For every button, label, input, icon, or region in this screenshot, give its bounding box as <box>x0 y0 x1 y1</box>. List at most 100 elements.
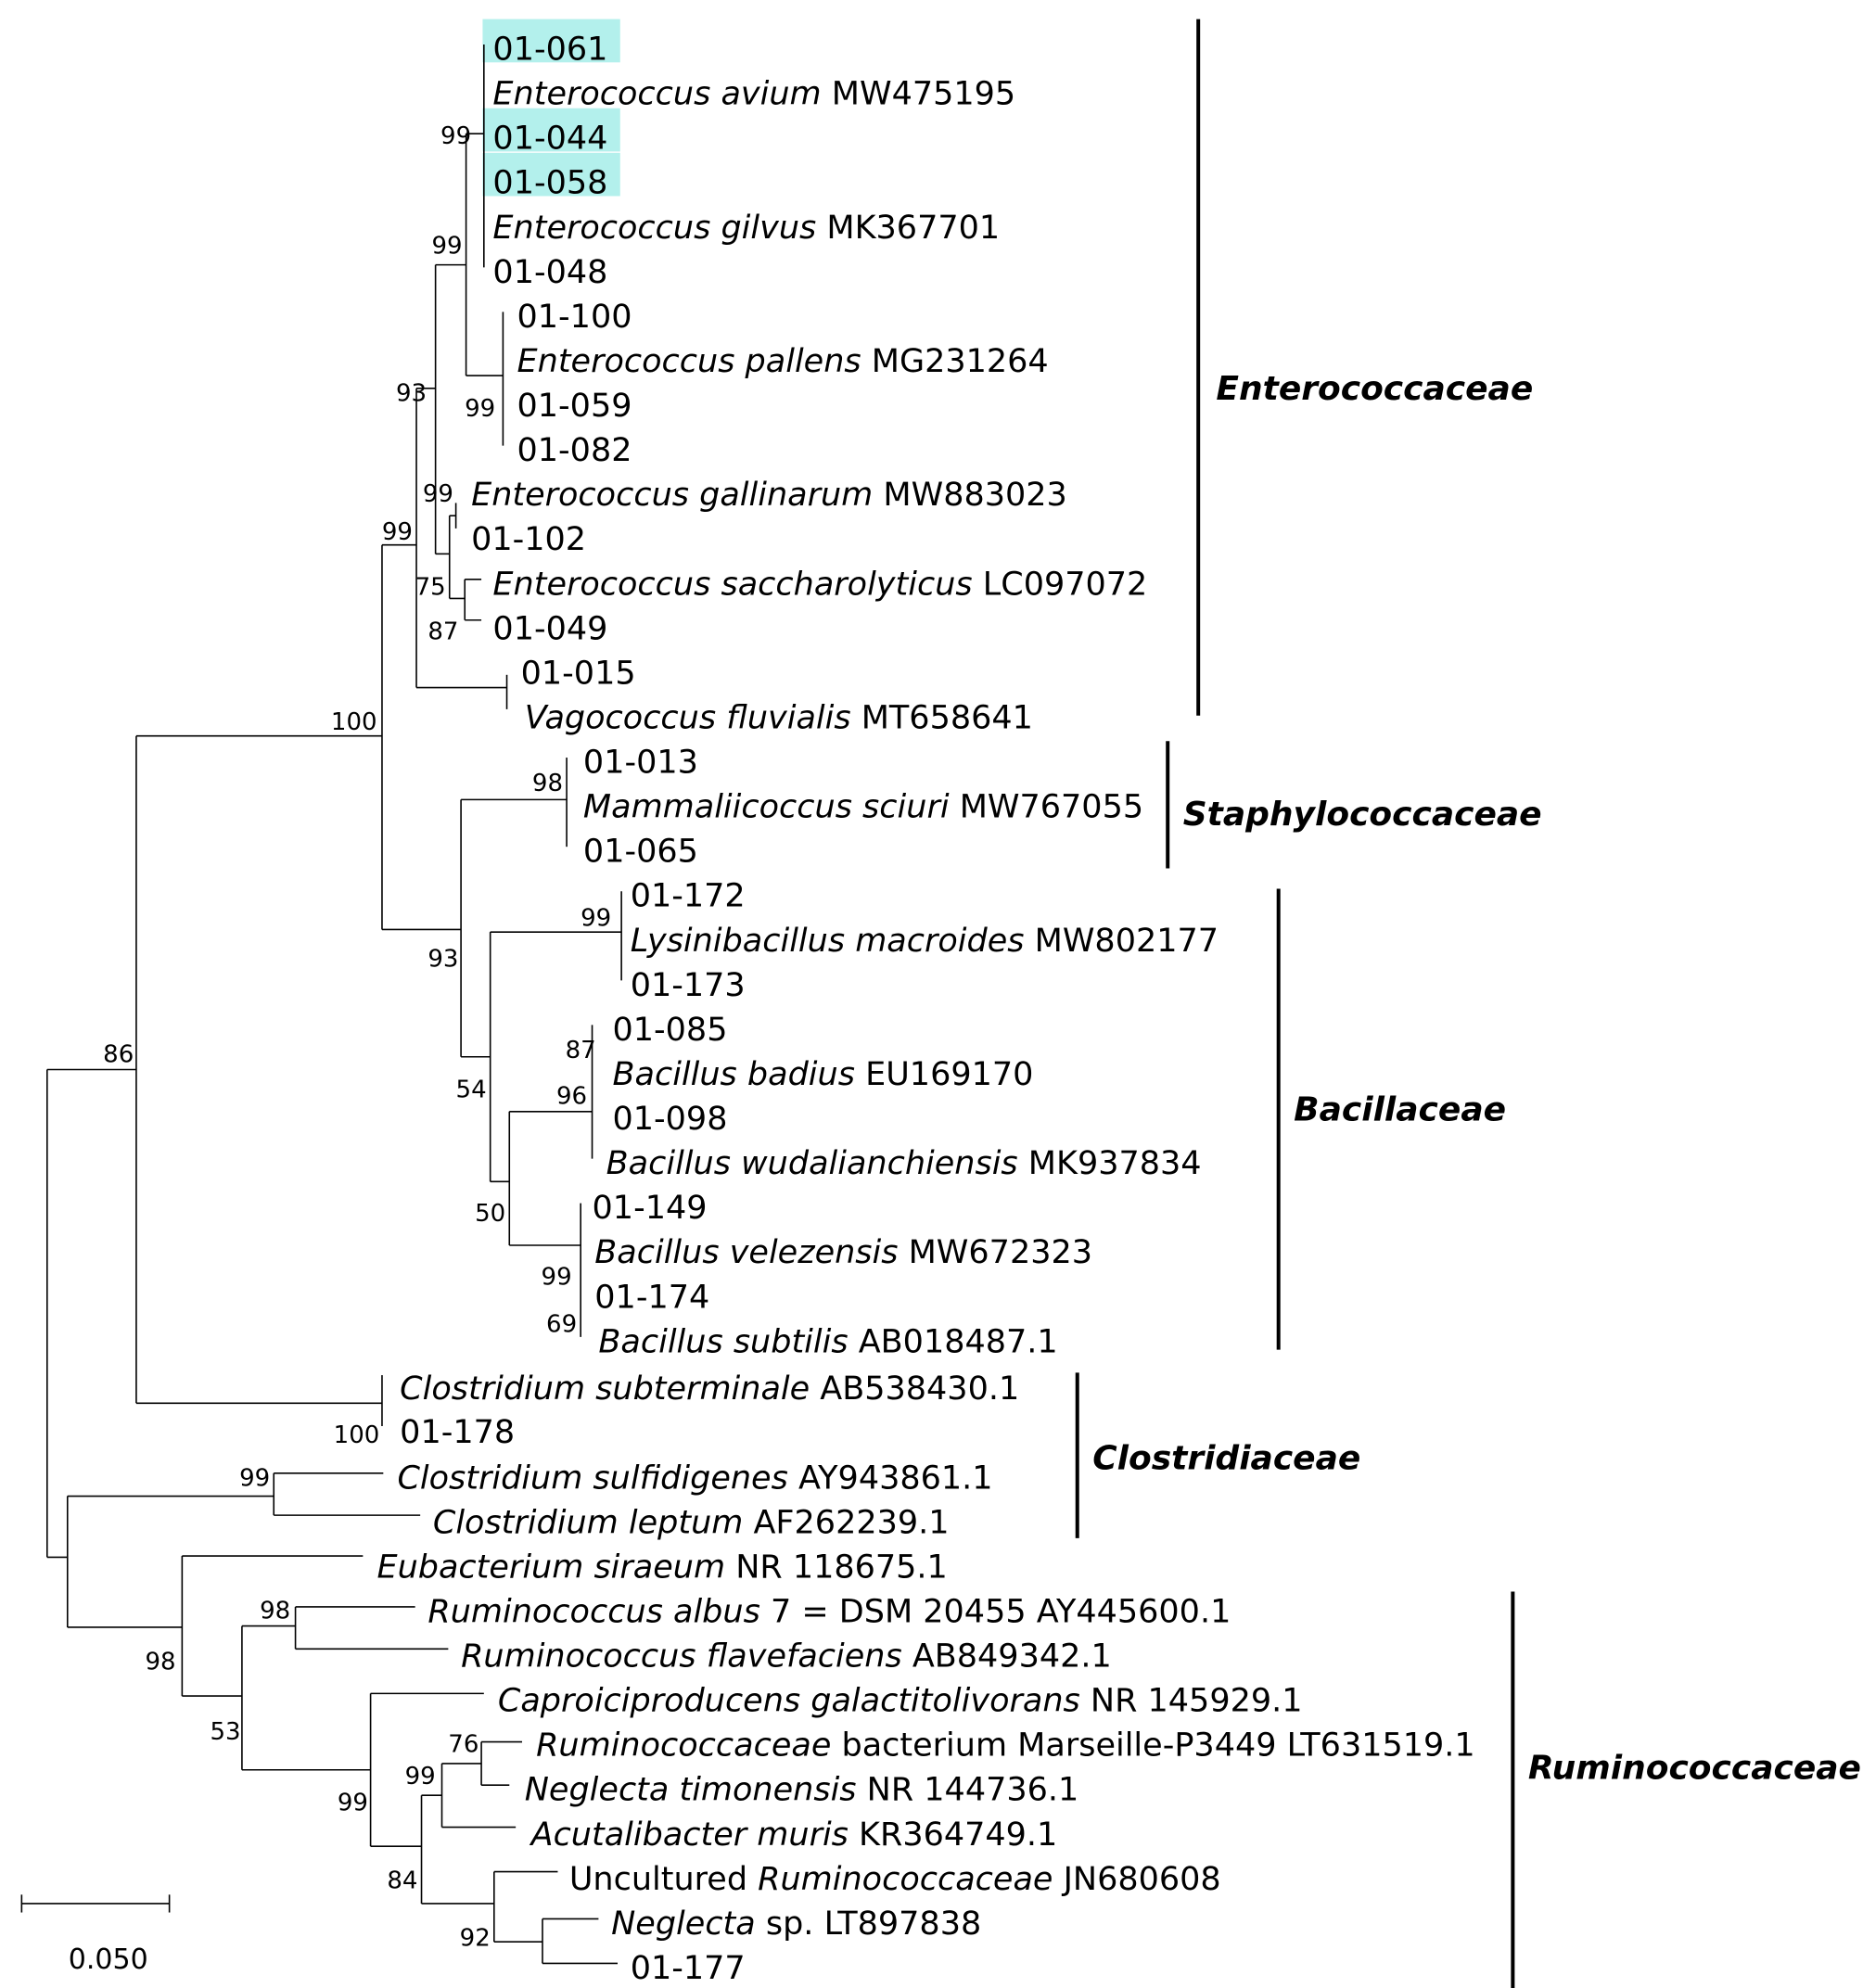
bootstrap-value: 76 <box>448 1731 479 1759</box>
tip-label: 01-149 <box>593 1190 708 1227</box>
tip-label: Neglecta sp. LT897838 <box>611 1905 981 1943</box>
tip-label-part: Ruminococcus flavefaciens <box>461 1638 902 1676</box>
tip-label-part: Enterococcus pallens <box>517 343 861 380</box>
tip-label-part: Ruminococcaceae <box>536 1727 831 1765</box>
tip-label-part: 01-177 <box>631 1950 746 1987</box>
tip-label-part: MK367701 <box>816 210 1000 247</box>
tip-label-part: Bacillus badius <box>613 1056 855 1093</box>
tip-label-part: MK937834 <box>1018 1145 1202 1182</box>
tip-label-part: MG231264 <box>861 343 1049 380</box>
tip-label-part: NR 145929.1 <box>1080 1683 1303 1720</box>
tip-label: Ruminococcaceae bacterium Marseille-P344… <box>536 1727 1475 1765</box>
tip-label: Enterococcus saccharolyticus LC097072 <box>492 566 1147 603</box>
tip-label: 01-100 <box>517 299 632 336</box>
tip-label-part: Enterococcus avium <box>492 76 821 113</box>
tip-label: Clostridium sulfidigenes AY943861.1 <box>397 1459 992 1497</box>
bootstrap-value: 50 <box>475 1200 505 1228</box>
tip-label-part: 01-149 <box>593 1190 708 1227</box>
tip-label: 01-173 <box>631 967 746 1004</box>
bootstrap-value: 99 <box>431 232 462 260</box>
tip-label-part: Eubacterium siraeum <box>376 1548 725 1586</box>
tip-label: Bacillus badius EU169170 <box>613 1056 1034 1093</box>
tip-label-part: NR 144736.1 <box>857 1772 1079 1809</box>
tip-label: 01-044 <box>492 121 607 158</box>
tip-label: Enterococcus gallinarum MW883023 <box>471 477 1067 514</box>
bootstrap-value: 86 <box>103 1040 134 1068</box>
bootstrap-value: 75 <box>415 573 446 601</box>
tip-label: 01-049 <box>492 610 607 647</box>
bootstrap-value: 93 <box>396 380 427 408</box>
bootstrap-value: 99 <box>440 122 471 150</box>
tip-label-part: Enterococcus gilvus <box>492 210 816 247</box>
bootstrap-value: 93 <box>427 945 458 973</box>
tip-label-part: 01-065 <box>583 834 698 871</box>
tip-label-part: 01-172 <box>631 878 746 915</box>
tip-label-part: 01-174 <box>594 1279 709 1316</box>
tip-label: 01-065 <box>583 834 698 871</box>
tip-label-part: KR364749.1 <box>849 1816 1057 1854</box>
bootstrap-value: 98 <box>260 1597 290 1625</box>
bootstrap-value: 99 <box>405 1763 436 1790</box>
tip-label: Enterococcus gilvus MK367701 <box>492 210 1000 247</box>
tip-label-part: 7 = DSM 20455 AY445600.1 <box>760 1593 1231 1630</box>
tip-label-part: Clostridium subterminale <box>400 1370 810 1408</box>
tip-label-part: Uncultured <box>569 1861 758 1898</box>
tip-label-part: Bacillus wudalianchiensis <box>606 1145 1018 1182</box>
bootstrap-value: 100 <box>331 708 377 736</box>
tip-label: 01-098 <box>613 1101 728 1138</box>
clade-label: Enterococcaceae <box>1216 370 1533 408</box>
tip-label-part: 01-173 <box>631 967 746 1004</box>
tip-label-part: Enterococcus saccharolyticus <box>492 566 972 603</box>
bootstrap-value: 98 <box>145 1648 175 1676</box>
tip-label: 01-174 <box>594 1279 709 1316</box>
tip-label: 01-013 <box>583 745 698 782</box>
tip-label: Ruminococcus albus 7 = DSM 20455 AY44560… <box>427 1593 1231 1630</box>
bootstrap-value: 92 <box>460 1924 491 1952</box>
tip-label-part: MW672323 <box>898 1234 1092 1271</box>
tip-label-part: AB018487.1 <box>849 1323 1058 1360</box>
tip-label-part: EU169170 <box>855 1056 1033 1093</box>
tip-label-part: 01-049 <box>492 610 607 647</box>
bootstrap-value: 99 <box>338 1790 368 1817</box>
tip-label-part: MW767055 <box>950 789 1144 826</box>
tip-label-part: 01-100 <box>517 299 632 336</box>
tip-label-part: Acutalibacter muris <box>530 1816 849 1854</box>
tip-label-part: MW883023 <box>873 477 1067 514</box>
tip-label-part: Clostridium leptum <box>433 1504 743 1541</box>
tip-label: Ruminococcus flavefaciens AB849342.1 <box>461 1638 1112 1676</box>
tip-label: Acutalibacter muris KR364749.1 <box>530 1816 1058 1854</box>
tip-label: Vagococcus fluvialis MT658641 <box>525 699 1033 736</box>
tip-label: 01-015 <box>521 655 636 692</box>
tip-label: Enterococcus pallens MG231264 <box>517 343 1049 380</box>
tip-label-part: Vagococcus fluvialis <box>525 699 851 736</box>
tip-label-part: Bacillus velezensis <box>594 1234 898 1271</box>
tip-label-part: 01-059 <box>517 388 632 425</box>
tip-label-part: 01-044 <box>492 121 607 158</box>
tip-label-part: 01-058 <box>492 165 607 202</box>
tip-label-part: NR 118675.1 <box>725 1548 948 1586</box>
tip-label-part: Ruminococcaceae <box>758 1861 1053 1898</box>
tip-label: Bacillus velezensis MW672323 <box>594 1234 1092 1271</box>
tip-label: 01-172 <box>631 878 746 915</box>
tip-label-part: Mammaliicoccus sciuri <box>583 789 950 826</box>
bootstrap-value: 84 <box>387 1867 417 1894</box>
tip-label: Mammaliicoccus sciuri MW767055 <box>583 789 1143 826</box>
bootstrap-value: 99 <box>581 904 611 932</box>
tip-label-part: MT658641 <box>851 699 1033 736</box>
clade-label: Clostridiaceae <box>1092 1440 1360 1478</box>
tip-label: Uncultured Ruminococcaceae JN680608 <box>569 1861 1221 1898</box>
tip-label-part: 01-082 <box>517 432 632 469</box>
tip-label-part: AB849342.1 <box>902 1638 1112 1676</box>
tip-label-part: Neglecta <box>611 1905 756 1943</box>
bootstrap-value: 54 <box>456 1077 487 1104</box>
bootstrap-value: 96 <box>556 1083 587 1111</box>
bootstrap-value: 87 <box>566 1037 596 1064</box>
tip-label-part: 01-061 <box>492 32 607 69</box>
bootstrap-value: 99 <box>423 480 453 508</box>
tip-label: 01-061 <box>492 32 607 69</box>
tip-label: 01-178 <box>400 1414 515 1451</box>
bootstrap-value: 99 <box>542 1264 572 1292</box>
tip-label-part: 01-013 <box>583 745 698 782</box>
tip-label: Neglecta timonensis NR 144736.1 <box>525 1772 1079 1809</box>
